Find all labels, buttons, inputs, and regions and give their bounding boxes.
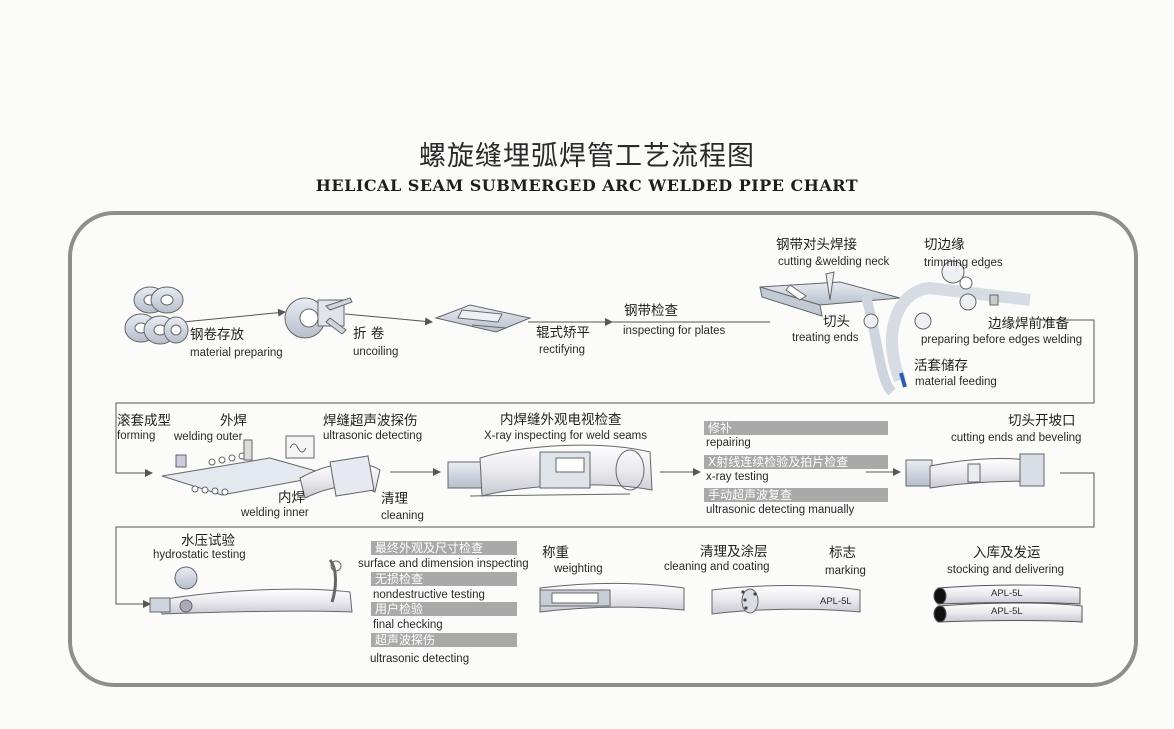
welding-outer-en: welding outer (174, 431, 243, 443)
uncoiling-cn: 折 卷 (353, 326, 385, 342)
diagram-frame (68, 211, 1138, 687)
stocking-en: stocking and delivering (947, 564, 1064, 576)
xray-inspecting-en: X-ray inspecting for weld seams (484, 430, 647, 442)
stocked-pipes-icon (933, 584, 1083, 623)
preparing-edges-en: preparing before edges welding (921, 334, 1083, 346)
uncoiling-en: uncoiling (353, 346, 399, 358)
cutting-beveling-cn: 切头开坡口 (1008, 413, 1076, 429)
looping-edge-trimmer-icon (861, 260, 1031, 396)
nondestructive-en: nondestructive testing (373, 589, 485, 601)
material-preparing-en: material preparing (190, 347, 283, 359)
weighing-scale-icon (539, 583, 685, 613)
surface-dimension-en: surface and dimension inspecting (358, 558, 529, 570)
stock-pipe-bottom-text: APL-5L (991, 606, 1023, 617)
xray-inspecting-cn: 内焊缝外观电视检查 (500, 412, 622, 428)
cleaning-cn: 清理 (381, 491, 408, 507)
xray-testing-en: x-ray testing (706, 471, 769, 483)
ultrasonic-manually-en: ultrasonic detecting manually (706, 504, 855, 516)
cutting-welding-neck-cn: 钢带对头焊接 (776, 237, 857, 253)
preparing-edges-cn: 边缘焊前准备 (988, 316, 1069, 332)
forming-en: forming (117, 430, 156, 442)
cutting-welding-neck-en: cutting &welding neck (778, 256, 890, 268)
uncoiler-icon (284, 297, 353, 339)
title-chinese: 螺旋缝埋弧焊管工艺流程图 (419, 141, 755, 172)
repairing-en: repairing (706, 437, 751, 449)
inspecting-plates-cn: 钢带检查 (624, 303, 678, 319)
nondestructive-cn-bar: 无损检查 (371, 572, 517, 586)
cleaning-en: cleaning (381, 510, 424, 522)
ultrasonic-manually-cn-bar: 手动超声波复查 (704, 488, 888, 502)
marking-en: marking (825, 565, 866, 577)
marking-pipe-text: APL-5L (820, 596, 852, 607)
ultrasonic-final-cn-bar: 超声波探伤 (371, 633, 517, 647)
inspecting-plates-en: inspecting for plates (623, 325, 726, 337)
coating-pipe-icon (711, 585, 861, 615)
title-english: HELICAL SEAM SUBMERGED ARC WELDED PIPE C… (315, 176, 859, 195)
repairing-cn-bar: 修补 (704, 421, 888, 435)
cutting-beveling-en: cutting ends and beveling (951, 432, 1082, 444)
welding-outer-cn: 外焊 (220, 413, 247, 429)
rectifying-en: rectifying (539, 344, 586, 356)
material-preparing-cn: 钢卷存放 (190, 327, 244, 343)
hydrostatic-tester-icon (149, 559, 353, 615)
weighting-en: weighting (554, 563, 603, 575)
hydrostatic-testing-cn: 水压试验 (181, 533, 235, 549)
hydrostatic-testing-en: hydrostatic testing (153, 549, 246, 561)
final-checking-cn-bar: 用户检验 (371, 602, 517, 616)
leveller-icon (434, 304, 532, 333)
trimming-edges-cn: 切边缘 (924, 237, 965, 253)
marking-cn: 标志 (829, 545, 856, 561)
coil-stack-icon (124, 286, 189, 345)
final-checking-en: final checking (373, 619, 443, 631)
forming-welding-machine-icon (161, 435, 381, 499)
xray-testing-cn-bar: X射线连续检验及拍片检查 (704, 455, 888, 469)
material-feeding-cn: 活套储存 (914, 358, 968, 374)
ultrasonic-final-en: ultrasonic detecting (370, 653, 470, 665)
xray-tv-station-icon (447, 444, 653, 497)
surface-dimension-cn-bar: 最终外观及尺寸检查 (371, 541, 517, 555)
treating-ends-cn: 切头 (823, 314, 850, 330)
ultrasonic-detecting-cn: 焊缝超声波探伤 (323, 413, 418, 429)
cutting-welding-icon (759, 271, 901, 317)
cleaning-coating-cn: 清理及涂层 (700, 544, 768, 560)
material-feeding-en: material feeding (915, 376, 997, 388)
beveling-machine-icon (905, 453, 1045, 489)
ultrasonic-detecting-en: ultrasonic detecting (323, 430, 423, 442)
welding-inner-en: welding inner (241, 507, 309, 519)
flow-lines (115, 308, 1095, 608)
treating-ends-en: treating ends (792, 332, 859, 344)
rectifying-cn: 辊式矫平 (536, 325, 590, 341)
forming-cn: 滚套成型 (117, 413, 171, 429)
trimming-edges-en: trimming edges (924, 257, 1003, 269)
stocking-cn: 入库及发运 (973, 545, 1041, 561)
cleaning-coating-en: cleaning and coating (664, 561, 770, 573)
stock-pipe-top-text: APL-5L (991, 588, 1023, 599)
welding-inner-cn: 内焊 (278, 490, 305, 506)
weighting-cn: 称重 (542, 545, 569, 561)
